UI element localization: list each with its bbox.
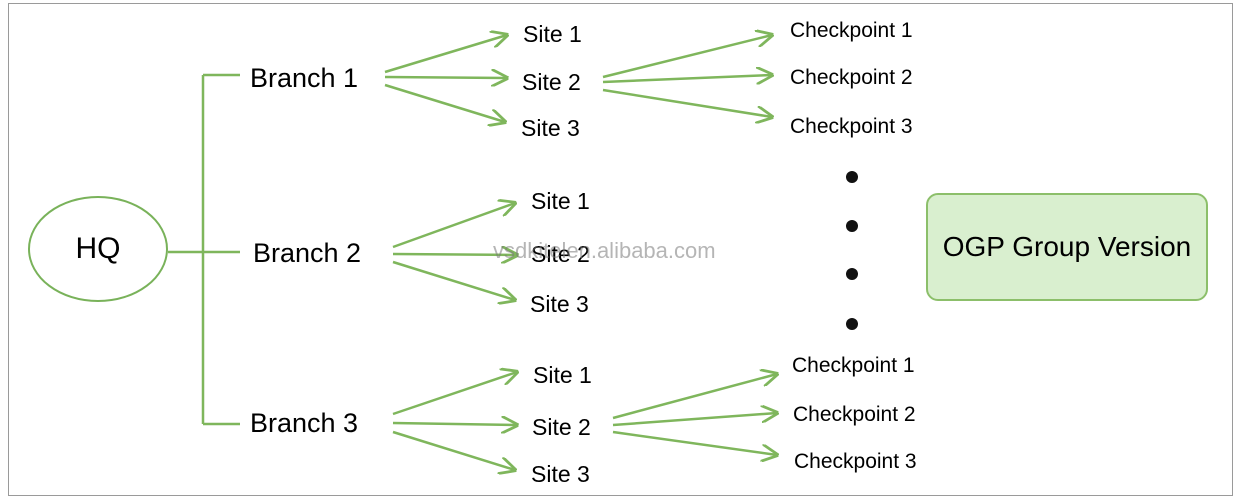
hq-label: HQ	[75, 232, 121, 265]
ogp-group-version-box: OGP Group Version	[926, 193, 1208, 301]
arrow-b1-cp1	[602, 35, 772, 79]
arrow-b3-site3	[392, 430, 515, 470]
watermark-text: vsdkitelen.alibaba.com	[493, 238, 716, 263]
arrow-b1-cp2	[602, 75, 772, 82]
arrow-b1-site1	[384, 35, 507, 74]
arrow-b3-site2	[392, 423, 517, 425]
b1-checkpoint-3: Checkpoint 3	[790, 115, 913, 138]
arrow-b3-cp2	[612, 413, 777, 427]
ogp-label: OGP Group Version	[942, 231, 1192, 262]
arrow-b1-cp3	[602, 88, 772, 117]
b3-site-2: Site 2	[532, 414, 591, 440]
b2-site-2: Site 2	[531, 241, 590, 267]
branch-3-label: Branch 3	[250, 408, 359, 438]
b1-site-2: Site 2	[522, 69, 581, 95]
b3-checkpoint-1: Checkpoint 1	[792, 354, 915, 377]
b2-site-3: Site 3	[530, 291, 589, 317]
branch-2-label: Branch 2	[253, 238, 362, 268]
arrow-b2-site1	[392, 203, 515, 249]
arrow-b3-cp3	[612, 430, 777, 455]
hq-node: HQ	[28, 196, 168, 302]
b1-site-1: Site 1	[523, 21, 582, 47]
b3-site-3: Site 3	[531, 461, 590, 487]
arrow-b1-site3	[384, 83, 505, 122]
arrow-b3-cp1	[612, 374, 777, 420]
b3-site-1: Site 1	[533, 362, 592, 388]
b3-checkpoint-3: Checkpoint 3	[794, 450, 917, 473]
branch-1-label: Branch 1	[250, 63, 359, 93]
b2-site-1: Site 1	[531, 188, 590, 214]
ellipsis-dot-2	[846, 220, 858, 232]
arrow-b3-site1	[392, 372, 517, 416]
b3-checkpoint-2: Checkpoint 2	[793, 403, 916, 426]
arrow-b2-site2	[392, 254, 517, 255]
b1-checkpoint-1: Checkpoint 1	[790, 19, 913, 42]
b1-checkpoint-2: Checkpoint 2	[790, 66, 913, 89]
ellipsis-dot-1	[846, 171, 858, 183]
arrow-b1-site2	[384, 77, 507, 78]
arrow-b2-site3	[392, 260, 515, 300]
ellipsis-dot-3	[846, 268, 858, 280]
b1-site-3: Site 3	[521, 115, 580, 141]
ellipsis-dot-4	[846, 318, 858, 330]
